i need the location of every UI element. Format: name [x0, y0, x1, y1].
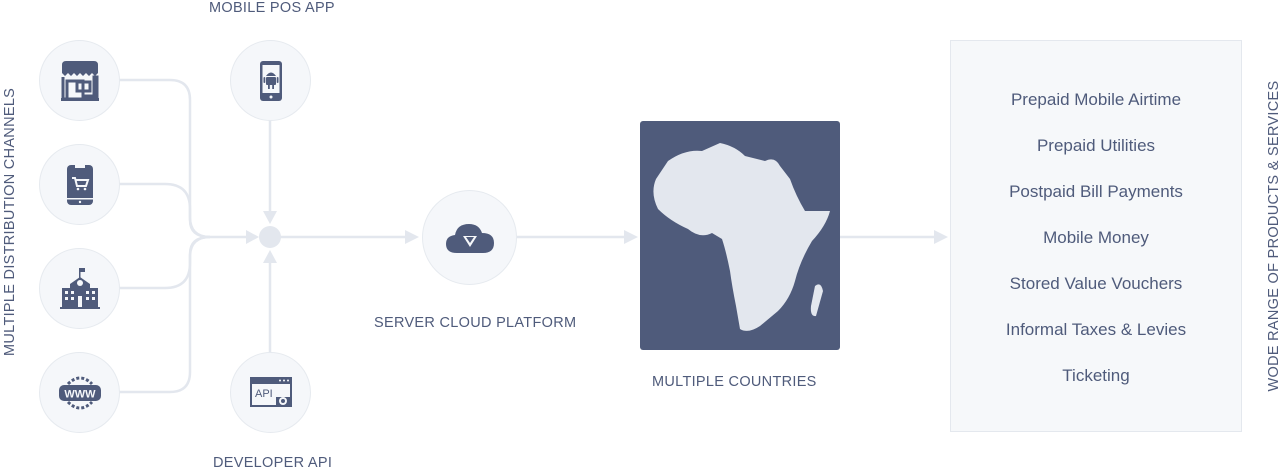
cloud-icon — [445, 223, 494, 253]
www-globe-icon: WWW — [58, 376, 101, 409]
product-item: Ticketing — [1062, 366, 1130, 385]
distribution-channels-label: MULTIPLE DISTRIBUTION CHANNELS — [2, 87, 18, 356]
store-icon — [60, 60, 99, 101]
school-building-icon — [59, 267, 100, 309]
products-services-label: WODE RANGE OF PRODUCTS & SERVICES — [1266, 80, 1281, 392]
channel-school[interactable] — [39, 248, 120, 329]
products-panel: Prepaid Mobile Airtime Prepaid Utilities… — [950, 40, 1242, 432]
developer-api-label: DEVELOPER API — [213, 455, 333, 471]
africa-map-icon — [653, 143, 830, 331]
product-item: Mobile Money — [1043, 228, 1149, 247]
android-phone-icon — [259, 60, 282, 101]
arrow-head — [263, 250, 277, 263]
developer-api-node[interactable]: API — [230, 352, 311, 433]
product-item: Prepaid Utilities — [1036, 136, 1156, 155]
mobile-cart-icon — [66, 164, 93, 205]
connector-web — [119, 235, 211, 394]
connector-store — [119, 78, 211, 239]
www-text: WWW — [64, 388, 96, 400]
server-cloud-label: SERVER CLOUD PLATFORM — [374, 315, 577, 331]
api-text: API — [255, 388, 273, 400]
channel-web[interactable]: WWW — [39, 352, 120, 433]
product-item: Stored Value Vouchers — [1009, 274, 1183, 293]
arrow-head — [246, 230, 259, 244]
product-item: Prepaid Mobile Airtime — [1010, 90, 1182, 109]
junction-node — [259, 226, 281, 248]
connector-school — [119, 235, 211, 290]
arrow-head — [624, 230, 638, 244]
product-item: Postpaid Bill Payments — [1009, 182, 1183, 201]
product-item: Informal Taxes & Levies — [1005, 320, 1187, 339]
api-icon: API — [249, 376, 292, 407]
countries-label: MULTIPLE COUNTRIES — [652, 374, 817, 390]
mobile-pos-node[interactable] — [230, 40, 311, 121]
arrow-head — [405, 230, 419, 244]
africa-map — [640, 121, 840, 350]
arrow-head — [263, 211, 277, 224]
connector-mobile-shop — [119, 182, 211, 239]
channel-mobile-shop[interactable] — [39, 144, 120, 225]
mobile-pos-label: MOBILE POS APP — [209, 0, 335, 16]
channel-store[interactable] — [39, 40, 120, 121]
arrow-head — [934, 230, 948, 244]
server-cloud-node[interactable] — [422, 190, 517, 285]
